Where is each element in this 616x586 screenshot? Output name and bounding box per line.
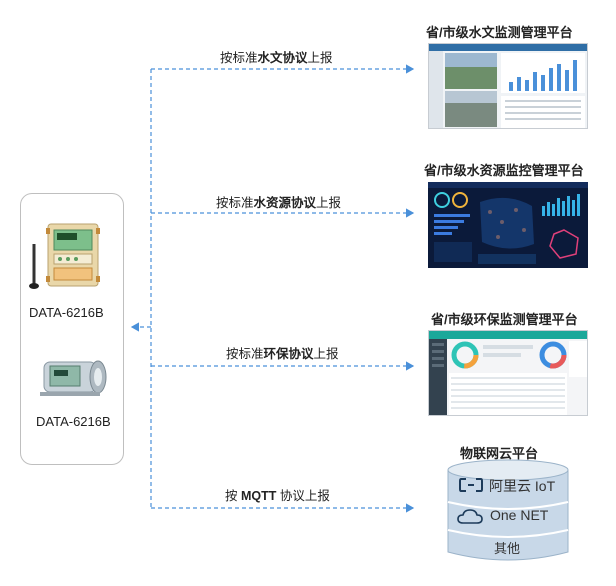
cloud-layer-other: 其他 [494, 541, 521, 556]
report-label-hydrology: 按标准水文协议上报 [220, 51, 333, 65]
hydrology-platform-screenshot [428, 43, 588, 129]
cloud-layer-aliyun: 阿里云 IoT [489, 478, 556, 494]
device-label-2: DATA-6216B [36, 414, 111, 429]
water-resources-platform-screenshot [428, 182, 588, 268]
platform-title-environment: 省/市级环保监测管理平台 [431, 312, 578, 327]
rtu-box-device-image [29, 223, 100, 289]
platform-title-water-resources: 省/市级水资源监控管理平台 [424, 163, 584, 178]
platform-title-iot-cloud: 物联网云平台 [460, 446, 539, 461]
iot-cloud-database [447, 459, 569, 561]
environment-platform-screenshot [428, 330, 588, 416]
cloud-layer-onenet: One NET [490, 507, 549, 523]
cylinder-device-image [40, 360, 107, 396]
device-label-1: DATA-6216B [29, 305, 104, 320]
platform-title-hydrology: 省/市级水文监测管理平台 [426, 25, 573, 40]
report-label-environment: 按标准环保协议上报 [226, 347, 339, 361]
report-label-water-resources: 按标准水资源协议上报 [216, 196, 342, 210]
report-label-mqtt: 按 MQTT 协议上报 [225, 489, 330, 503]
cloud-icon [457, 509, 483, 524]
aliyun-icon [459, 478, 483, 492]
